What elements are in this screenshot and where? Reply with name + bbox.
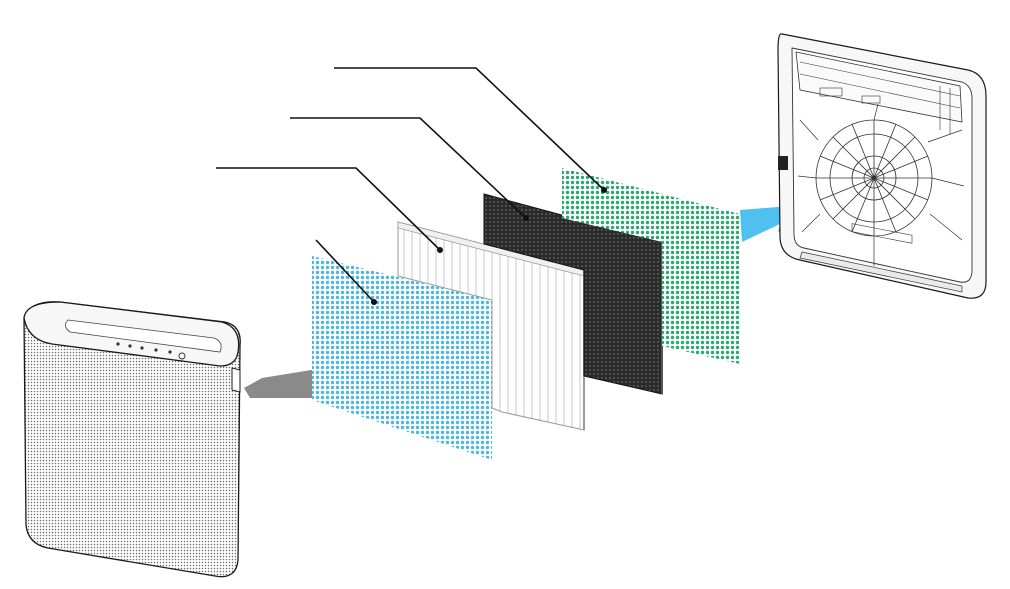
- pre-filter-panel: [312, 256, 492, 460]
- brand-mark: [778, 156, 788, 170]
- fan-icon: [815, 119, 933, 237]
- purifier-rear-housing-icon: [777, 33, 987, 299]
- control-buttons: [116, 342, 186, 360]
- leader-line-carbon: [290, 117, 527, 219]
- bio-filter-panel: [562, 168, 740, 364]
- leader-dots: [371, 187, 607, 305]
- purifier-front-cover-icon: [23, 301, 241, 578]
- label-lines: [216, 67, 605, 303]
- leader-line-pre: [315, 239, 375, 303]
- leader-line-bio: [334, 67, 605, 191]
- leader-line-hepa: [216, 167, 441, 251]
